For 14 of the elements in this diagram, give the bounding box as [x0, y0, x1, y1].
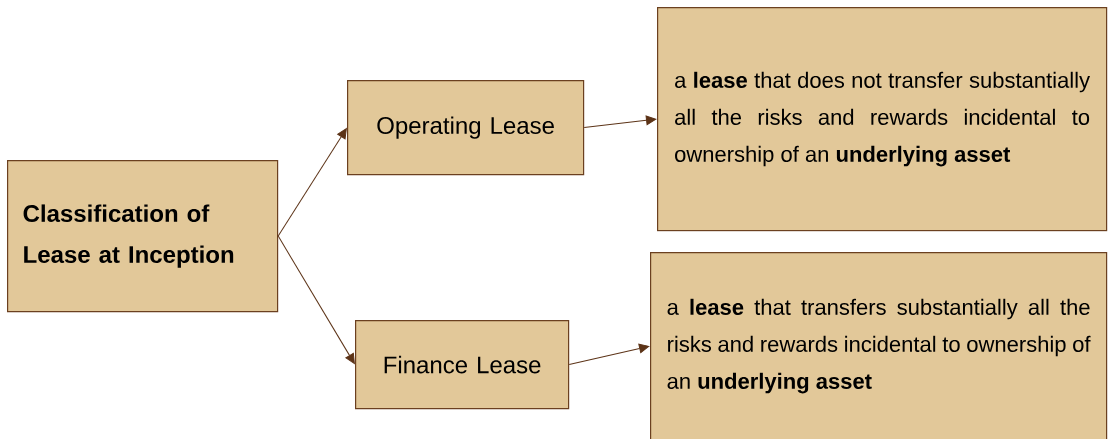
arrow [277, 235, 355, 365]
description-box [657, 7, 1108, 232]
process-box [7, 160, 279, 313]
node-label: a lease that transfers substantially all the risks and rewards incidental to ownership of an underlying asset [667, 298, 1091, 394]
arrow [583, 115, 657, 129]
node-label: a lease that does not transfer substantially all the risks and rewards incidental to ownership of an underlying asset [675, 71, 1091, 167]
arrow [568, 343, 650, 366]
arrow [277, 128, 347, 237]
node-label: Finance Lease [384, 355, 541, 374]
description-box [650, 252, 1108, 439]
process-box [347, 80, 585, 176]
process-box [355, 320, 570, 410]
node-label: Operating Lease [377, 116, 554, 139]
node-label: Classification of Lease at Inception [23, 204, 234, 268]
